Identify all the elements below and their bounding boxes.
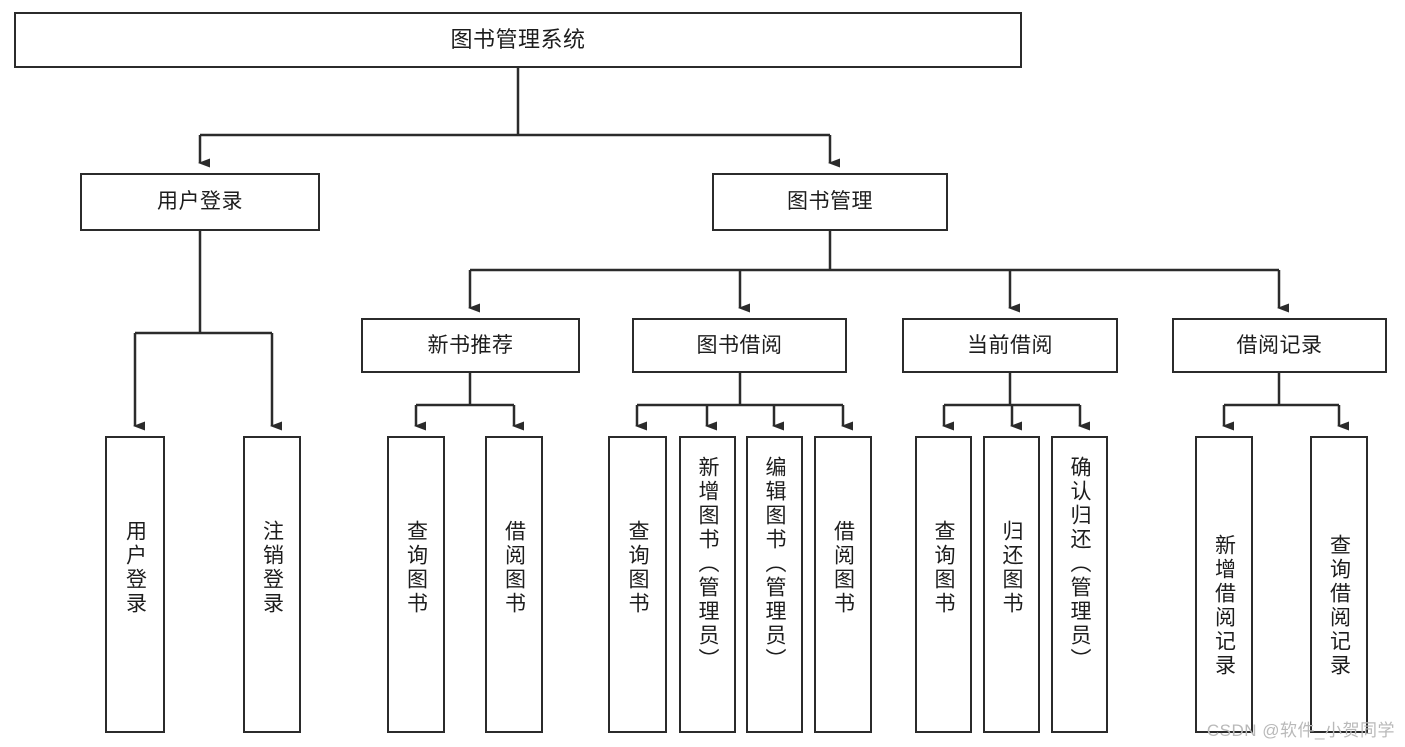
- node-leaf-leaf-query-book-3[interactable]: 查询图书: [915, 436, 972, 733]
- node-leaf-label: 确认归还（管理员）: [1068, 456, 1091, 672]
- node-label: 图书借阅: [696, 333, 783, 357]
- node-leaf-leaf-return-book[interactable]: 归还图书: [983, 436, 1040, 733]
- node-leaf-leaf-logout[interactable]: 注销登录: [243, 436, 301, 733]
- node-root-label: 图书管理系统: [450, 26, 586, 52]
- node-leaf-label: 查询图书: [932, 520, 955, 616]
- watermark-text: CSDN @软件_小贺同学: [1206, 721, 1395, 740]
- node-leaf-label: 查询借阅记录: [1327, 534, 1351, 678]
- node-user-login[interactable]: 用户登录: [80, 173, 320, 231]
- node-label: 新书推荐: [427, 333, 514, 357]
- node-current-borrow[interactable]: 当前借阅: [902, 318, 1118, 373]
- edge-root-to-level2: [198, 68, 840, 168]
- node-leaf-label: 编辑图书（管理员）: [763, 456, 786, 672]
- node-leaf-leaf-add-record[interactable]: 新增借阅记录: [1195, 436, 1253, 733]
- edge-book-management-to-level3: [468, 231, 1289, 313]
- node-label: 图书管理: [787, 190, 873, 214]
- node-book-management[interactable]: 图书管理: [712, 173, 948, 231]
- node-label: 当前借阅: [967, 333, 1053, 357]
- edge-borrow-record-to-leaves: [1222, 373, 1349, 431]
- node-leaf-label: 注销登录: [260, 520, 284, 616]
- node-leaf-leaf-confirm-return[interactable]: 确认归还（管理员）: [1051, 436, 1108, 733]
- node-leaf-label: 用户登录: [123, 520, 147, 616]
- node-leaf-leaf-user-login[interactable]: 用户登录: [105, 436, 165, 733]
- node-leaf-leaf-query-record[interactable]: 查询借阅记录: [1310, 436, 1368, 733]
- node-book-borrow[interactable]: 图书借阅: [632, 318, 847, 373]
- edge-book-borrow-to-leaves: [635, 373, 853, 431]
- node-leaf-leaf-edit-book[interactable]: 编辑图书（管理员）: [746, 436, 803, 733]
- node-leaf-label: 新增借阅记录: [1212, 534, 1236, 678]
- node-leaf-label: 借阅图书: [502, 520, 526, 616]
- node-leaf-leaf-borrow-book-1[interactable]: 借阅图书: [485, 436, 543, 733]
- edge-current-borrow-to-leaves: [942, 373, 1090, 431]
- node-leaf-leaf-add-book[interactable]: 新增图书（管理员）: [679, 436, 736, 733]
- edge-new-book-recommend-to-leaves: [414, 373, 524, 431]
- edge-user-login-to-leaves: [133, 231, 282, 431]
- node-leaf-leaf-query-book-2[interactable]: 查询图书: [608, 436, 667, 733]
- node-root-图书管理系统[interactable]: 图书管理系统: [14, 12, 1022, 68]
- node-label: 借阅记录: [1236, 333, 1323, 357]
- node-leaf-label: 查询图书: [404, 520, 428, 616]
- node-leaf-label: 归还图书: [1000, 520, 1023, 616]
- node-leaf-label: 借阅图书: [831, 520, 855, 616]
- node-new-book-recommend[interactable]: 新书推荐: [361, 318, 580, 373]
- node-leaf-label: 新增图书（管理员）: [696, 456, 719, 672]
- node-borrow-record[interactable]: 借阅记录: [1172, 318, 1387, 373]
- node-leaf-leaf-borrow-book-2[interactable]: 借阅图书: [814, 436, 872, 733]
- node-label: 用户登录: [157, 190, 243, 214]
- node-leaf-label: 查询图书: [626, 520, 649, 616]
- node-leaf-leaf-query-book-1[interactable]: 查询图书: [387, 436, 445, 733]
